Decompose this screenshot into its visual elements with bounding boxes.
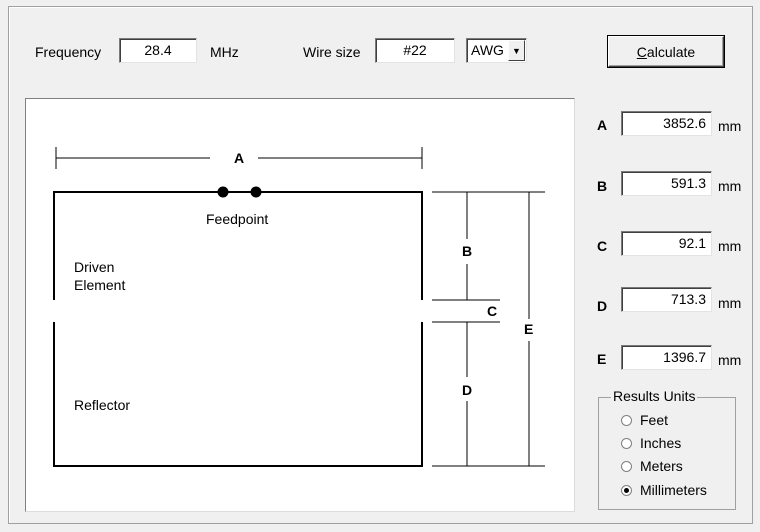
- results-units-group: Results Units Feet Inches Meters Millime…: [598, 388, 736, 510]
- result-a-unit: mm: [718, 118, 742, 134]
- result-e-unit: mm: [718, 352, 742, 368]
- frequency-unit: MHz: [210, 44, 239, 60]
- result-d-value[interactable]: 713.3: [621, 287, 712, 312]
- units-radio-millimeters-label: Millimeters: [640, 482, 707, 498]
- result-b-unit: mm: [718, 178, 742, 194]
- main-panel: [8, 6, 753, 524]
- radio-icon[interactable]: [621, 437, 632, 449]
- driven-element-label-line2: Element: [74, 277, 126, 293]
- feedpoint-left-dot: [217, 186, 229, 198]
- dim-a-label: A: [234, 150, 245, 166]
- radio-icon[interactable]: [621, 414, 632, 426]
- feedpoint-label: Feedpoint: [206, 211, 269, 227]
- units-radio-feet-label: Feet: [640, 412, 669, 428]
- result-d-label: D: [597, 298, 608, 314]
- wire-gauge-select[interactable]: AWG ▼: [466, 38, 527, 63]
- antenna-diagram: A B C D E Feedpoint Driven Element Refle…: [25, 98, 575, 512]
- result-b-value[interactable]: 591.3: [621, 171, 712, 196]
- dim-e-label: E: [524, 321, 534, 337]
- radio-icon[interactable]: [621, 460, 632, 472]
- units-radio-inches[interactable]: Inches: [621, 435, 681, 451]
- result-c-label: C: [597, 238, 608, 254]
- feedpoint-right-dot: [250, 186, 262, 198]
- driven-element-label-line1: Driven: [74, 259, 115, 275]
- results-units-title: Results Units: [611, 388, 698, 404]
- calculate-button[interactable]: Calculate: [608, 36, 724, 67]
- units-radio-meters-label: Meters: [640, 458, 683, 474]
- result-e-label: E: [597, 351, 607, 367]
- dim-b-label: B: [462, 243, 473, 259]
- dropdown-arrow-icon[interactable]: ▼: [508, 40, 525, 61]
- result-c-unit: mm: [718, 238, 742, 254]
- units-radio-feet[interactable]: Feet: [621, 412, 668, 428]
- dim-d-label: D: [462, 382, 473, 398]
- result-e-value[interactable]: 1396.7: [621, 345, 712, 370]
- units-radio-millimeters[interactable]: Millimeters: [621, 482, 707, 498]
- radio-selected-icon[interactable]: [621, 484, 632, 496]
- diagram-drawing: [53, 147, 545, 467]
- result-a-value[interactable]: 3852.6: [621, 111, 712, 136]
- frequency-input[interactable]: 28.4: [119, 38, 197, 63]
- frequency-label: Frequency: [35, 44, 102, 60]
- wire-size-input[interactable]: #22: [375, 38, 455, 63]
- result-d-unit: mm: [718, 295, 742, 311]
- result-c-value[interactable]: 92.1: [621, 231, 712, 256]
- result-a-label: A: [597, 117, 608, 133]
- result-b-label: B: [597, 178, 608, 194]
- units-radio-meters[interactable]: Meters: [621, 458, 683, 474]
- dim-c-label: C: [487, 303, 498, 319]
- reflector-label: Reflector: [74, 397, 131, 413]
- units-radio-inches-label: Inches: [640, 435, 682, 451]
- wire-size-label: Wire size: [303, 44, 361, 60]
